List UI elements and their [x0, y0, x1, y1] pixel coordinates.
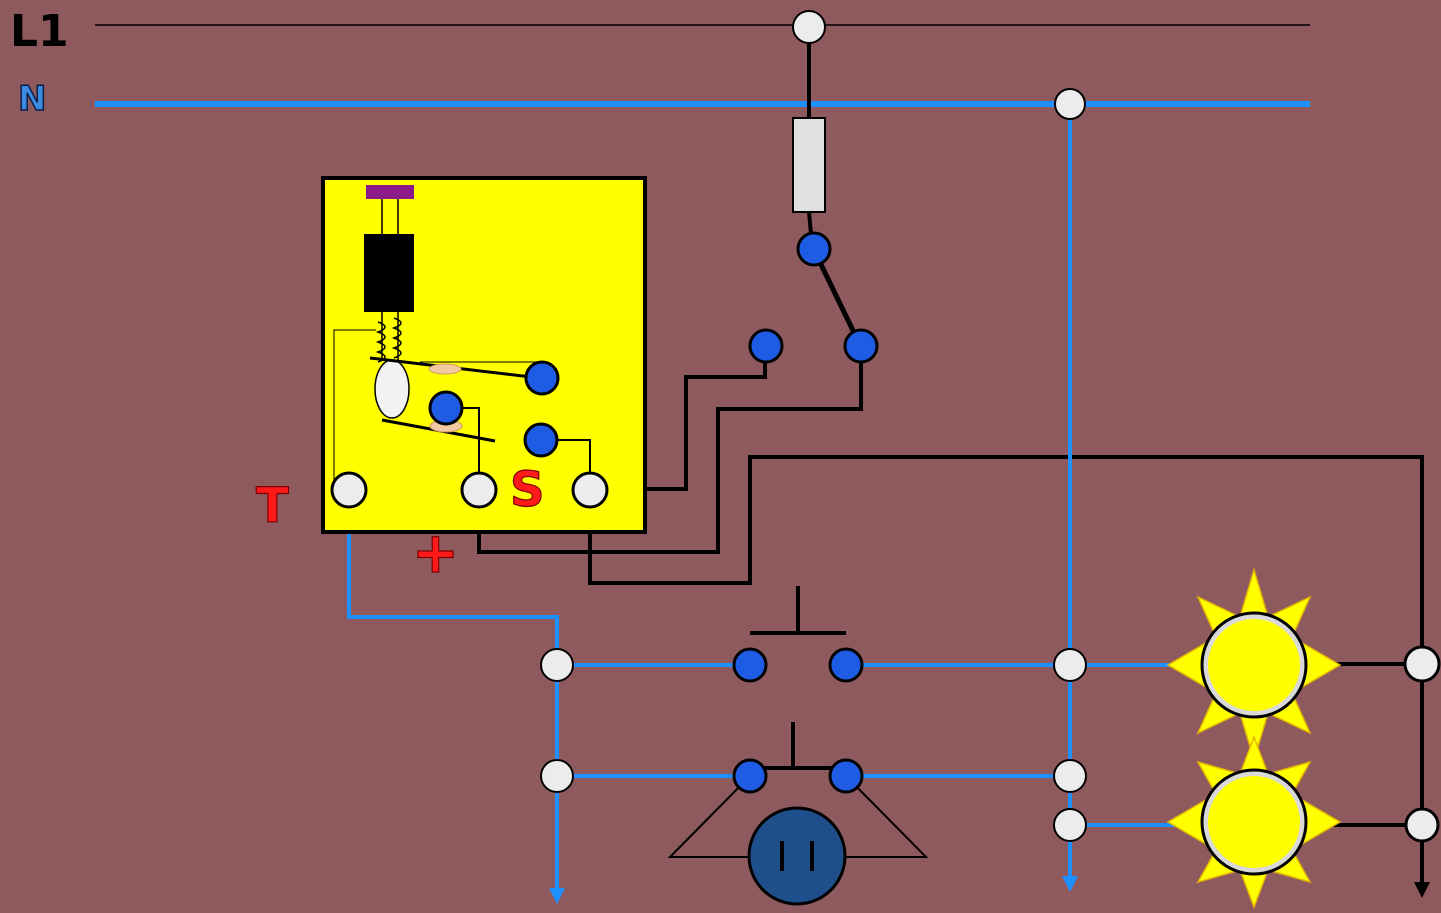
phase-junction	[792, 10, 826, 44]
switch-wire-b	[477, 346, 863, 554]
neutral-junction-2	[1053, 759, 1087, 793]
terminal-t-label: T	[256, 478, 289, 534]
pushbutton2-terminal-right	[828, 758, 864, 794]
lamp-icon	[1166, 734, 1342, 910]
switch-icon	[811, 248, 863, 347]
t-terminal-wire	[347, 490, 565, 904]
pushbutton1-terminal-left	[732, 647, 768, 683]
lamp-return-wire	[588, 455, 1430, 898]
relay-terminal-3	[523, 422, 559, 458]
relay-terminal-2	[428, 390, 464, 426]
neutral-junction-3	[1053, 808, 1087, 842]
relay-terminal-plus	[460, 471, 498, 509]
terminal-plus-label: +	[412, 521, 459, 586]
bus-junction-1	[540, 648, 574, 682]
push-button-icon	[750, 722, 846, 770]
pushbutton1-terminal-right	[828, 647, 864, 683]
lamp-icon	[1166, 567, 1342, 763]
bus-junction-2	[540, 759, 574, 793]
switch-terminal-a	[748, 328, 784, 364]
switch-wire-a	[605, 346, 767, 491]
relay-terminal-s	[571, 471, 609, 509]
push-button-icon	[750, 586, 846, 635]
return-junction-2	[1404, 807, 1440, 843]
return-junction-1	[1403, 645, 1441, 683]
pushbutton2-terminal-left	[732, 758, 768, 794]
phase-label: L1	[10, 6, 69, 57]
socket-icon	[667, 775, 929, 906]
fuse-icon	[792, 117, 826, 213]
terminal-s-label: S	[510, 462, 545, 518]
neutral-junction	[1054, 88, 1086, 120]
neutral-label: N	[18, 79, 46, 119]
switch-terminal-in	[796, 231, 832, 267]
relay-terminal-t	[330, 471, 368, 509]
relay-terminal-1	[524, 360, 560, 396]
switch-terminal-b	[843, 328, 879, 364]
neutral-junction-1	[1053, 648, 1087, 682]
